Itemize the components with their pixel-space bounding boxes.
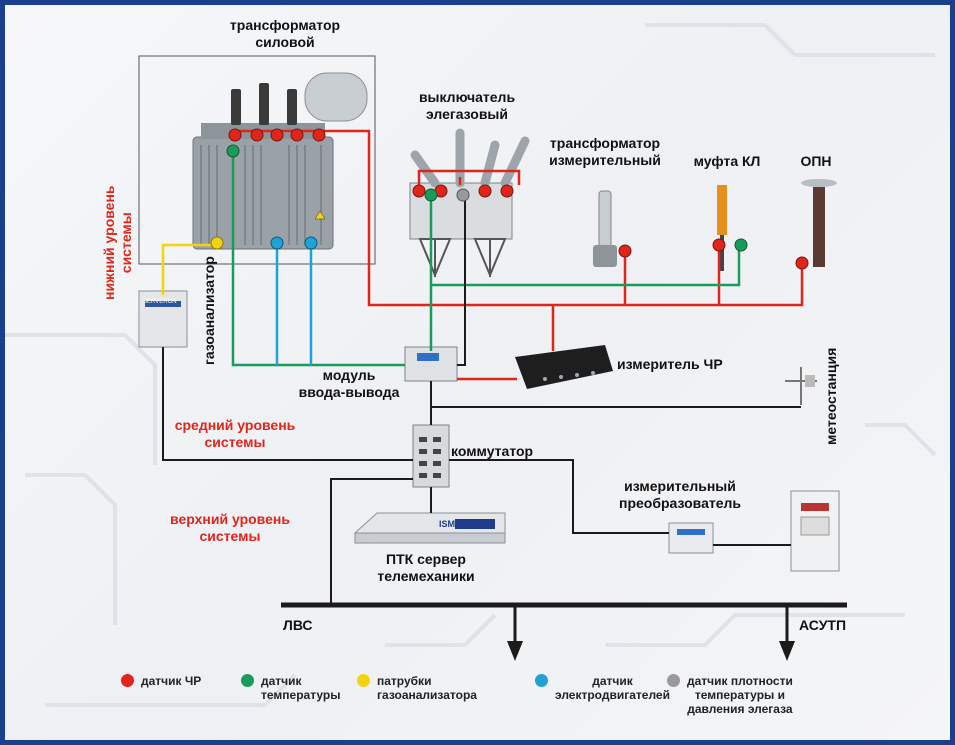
- legend-dot-temperature: [241, 674, 254, 687]
- legend-dot-pd: [121, 674, 134, 687]
- circuit-background: [5, 23, 937, 707]
- label-io-module: модуль ввода-вывода: [298, 367, 400, 400]
- switch-image: [412, 424, 450, 488]
- legend-dot-motor: [535, 674, 548, 687]
- motor-sensor-lines: [275, 245, 313, 365]
- opn-image: [801, 179, 837, 267]
- temperature-sensor-lines: [231, 155, 741, 367]
- breaker-image: [409, 128, 530, 278]
- label-server: ПТК сервер телемеханики: [377, 551, 475, 584]
- server-image: [353, 512, 506, 544]
- label-asutp: АСУТП: [799, 617, 847, 633]
- label-weather: метеостанция: [823, 347, 839, 445]
- label-gas-analyzer: газоанализатор: [201, 256, 217, 365]
- temperature-sensor-dots: [226, 144, 748, 252]
- legend-text-gas: патрубки газоанализатора: [377, 674, 477, 702]
- io-module-image: [404, 346, 458, 382]
- asutp-arrow: [779, 641, 795, 661]
- legend-dot-sf6: [667, 674, 680, 687]
- label-lan: ЛВС: [283, 617, 313, 633]
- legend-text-temperature: датчик температуры: [261, 674, 341, 702]
- gas-sensor-dot: [210, 236, 224, 250]
- pd-meter-image: [515, 345, 613, 389]
- legend-text-pd: датчик ЧР: [141, 674, 202, 688]
- legend-text-sf6: датчик плотности температуры и давления …: [687, 674, 793, 716]
- label-power-transformer: трансформатор силовой: [229, 17, 341, 50]
- label-level-upper: верхний уровень системы: [170, 511, 290, 544]
- label-instr-transformer: трансформатор измерительный: [549, 135, 661, 168]
- label-switch: коммутатор: [451, 443, 534, 459]
- power-transformer-image: [192, 72, 368, 250]
- sf6-sensor-dot: [456, 188, 470, 202]
- label-breaker: выключатель элегазовый: [418, 89, 516, 122]
- label-pd-meter: измеритель ЧР: [617, 356, 723, 372]
- serveron-text: SERVERON: [143, 299, 177, 305]
- network-lines: [162, 195, 801, 605]
- label-opn: ОПН: [800, 153, 832, 169]
- gas-analyzer-image: [138, 290, 188, 348]
- label-level-lower: нижний уровень системы: [101, 185, 134, 300]
- pd-sensor-dots: [228, 128, 809, 270]
- cabinet-image: [790, 490, 840, 572]
- instr-transformer-image: [593, 190, 617, 267]
- gas-line: [161, 243, 217, 295]
- transformer-frame: [138, 55, 376, 265]
- transducer-image: [668, 522, 714, 554]
- weather-station-image: [785, 367, 817, 405]
- legend-text-motor: датчик электродвигателей: [555, 674, 670, 702]
- legend-dot-gas: [357, 674, 370, 687]
- coupling-image: [717, 185, 727, 271]
- motor-sensor-dots: [270, 236, 318, 250]
- lan-arrow: [507, 641, 523, 661]
- label-coupling: муфта КЛ: [693, 153, 761, 169]
- isms-text: ISMS: [439, 519, 461, 529]
- label-level-middle: средний уровень системы: [174, 417, 296, 450]
- label-transducer: измерительный преобразователь: [618, 478, 741, 511]
- diagram-canvas: SERVERON ISMS: [5, 23, 937, 707]
